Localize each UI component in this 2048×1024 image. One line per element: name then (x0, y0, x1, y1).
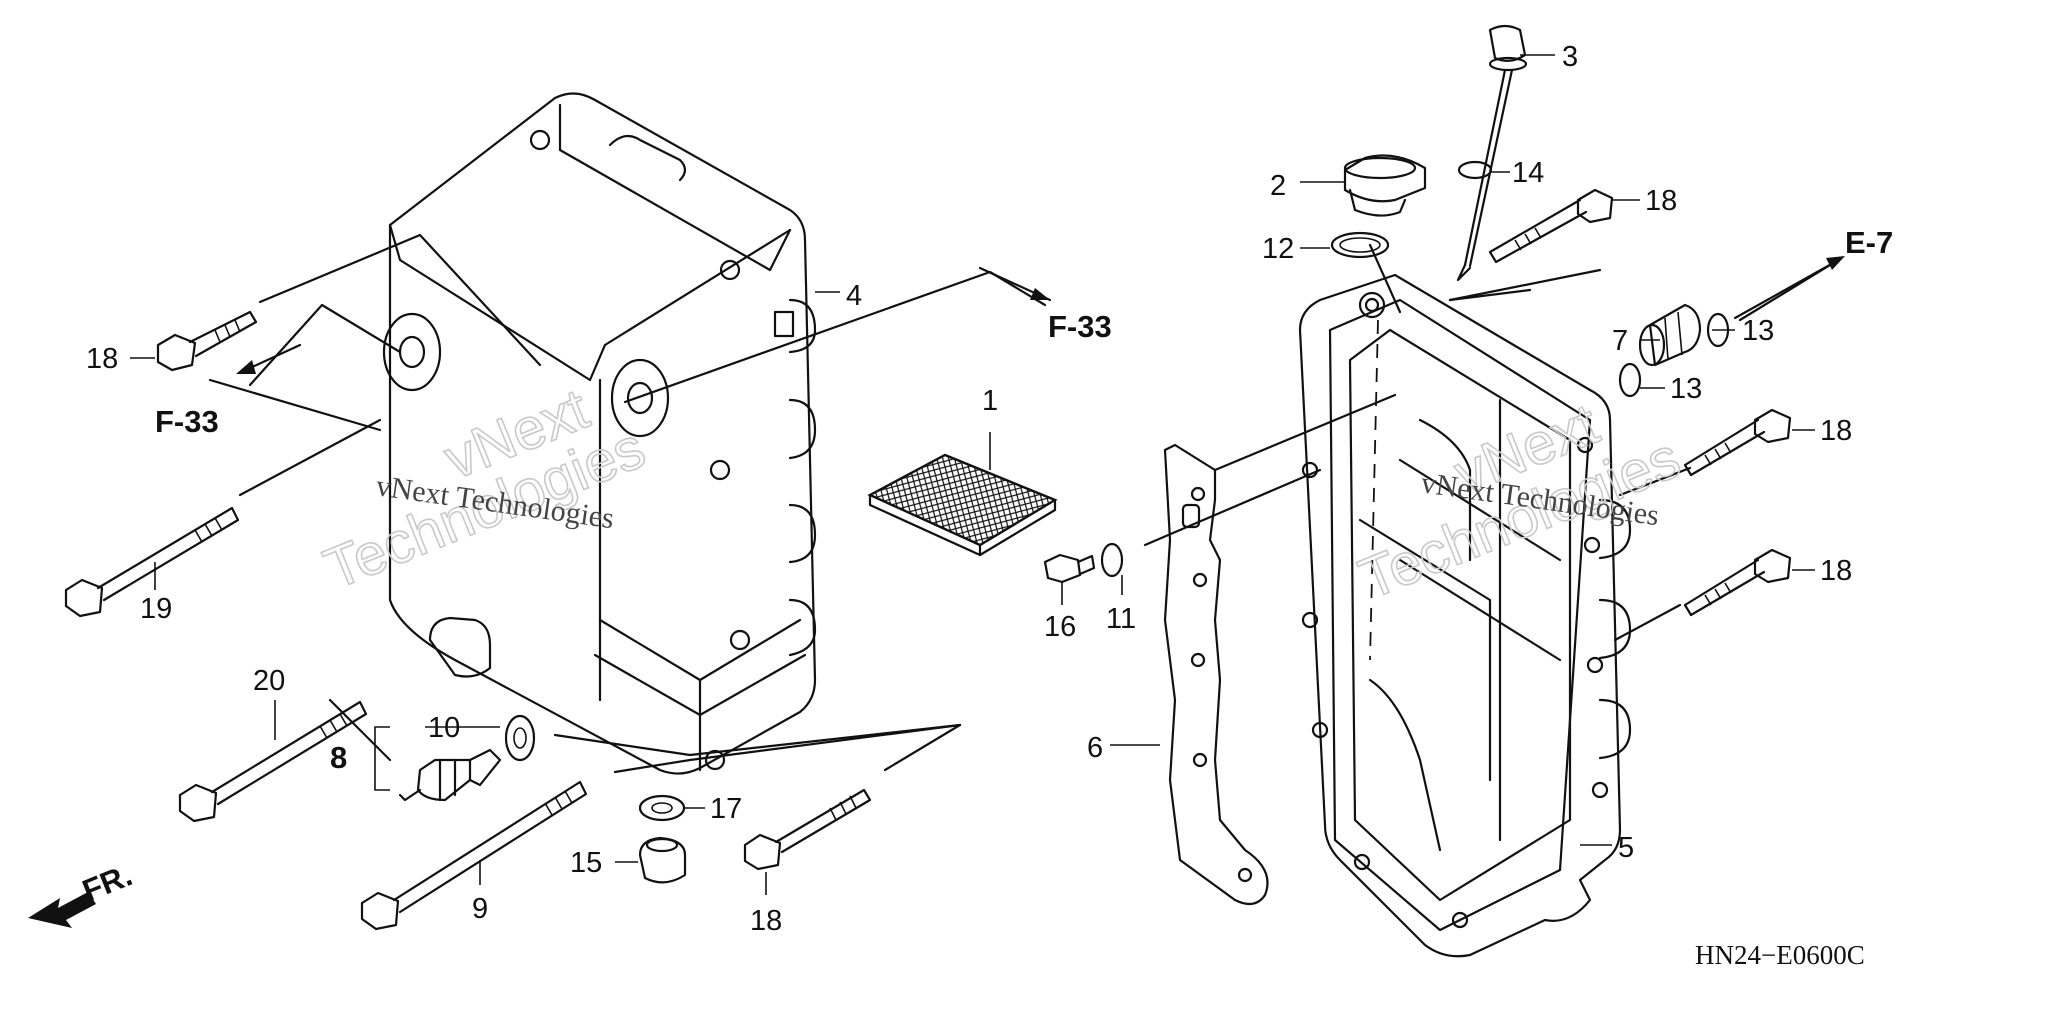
filler-cap-gasket-part-12 (1330, 231, 1390, 259)
callout-13-upper: 13 (1742, 315, 1774, 347)
callout-6: 6 (1087, 732, 1103, 764)
bolt-part-19 (64, 506, 240, 618)
callout-19: 19 (140, 593, 172, 625)
callout-14: 14 (1512, 157, 1544, 189)
callout-7: 7 (1612, 325, 1628, 357)
right-case-cover-part-5 (1298, 273, 1632, 958)
callout-18-lower-right: 18 (1820, 555, 1852, 587)
bolt-part-20 (178, 700, 368, 823)
arrow-to-f33-left (236, 343, 302, 374)
ref-f33-upper: F-33 (1048, 309, 1112, 344)
callout-3: 3 (1562, 41, 1578, 73)
callout-20: 20 (253, 665, 285, 697)
bolt-part-18-mid-right (1683, 408, 1792, 477)
bolt-part-18-bottom (743, 788, 872, 871)
oil-strainer-screen-part-1 (867, 453, 1058, 557)
callout-5: 5 (1618, 832, 1634, 864)
oil-level-sensor-part-8 (398, 748, 502, 802)
callout-18-bottom: 18 (750, 905, 782, 937)
diagram-code: HN24−E0600C (1695, 940, 1865, 970)
callout-15: 15 (570, 847, 602, 879)
arrow-to-e7 (1733, 256, 1845, 320)
bolt-part-18-lower-right (1683, 548, 1792, 617)
drain-washer-part-17 (638, 794, 686, 822)
plug-part-7 (1638, 303, 1702, 367)
gasket-part-6 (1163, 443, 1269, 906)
callout-11: 11 (1106, 603, 1136, 635)
ref-f33-lower: F-33 (155, 404, 219, 439)
front-direction-arrow (28, 892, 96, 928)
callout-18-left: 18 (86, 343, 118, 375)
washer-part-10 (504, 714, 536, 762)
bolt-part-18-top-right (1488, 188, 1614, 264)
bolt-part-9 (360, 780, 588, 931)
bolt-part-18-left (156, 310, 258, 372)
callout-12: 12 (1262, 233, 1294, 265)
callout-18-mid-right: 18 (1820, 415, 1852, 447)
callout-2: 2 (1270, 170, 1286, 202)
arrow-to-f33-right (978, 266, 1052, 302)
callout-17: 17 (710, 793, 742, 825)
bolt-part-16 (1043, 553, 1096, 584)
dipstick-o-ring-part-14 (1457, 160, 1493, 180)
callout-leaders (130, 54, 1815, 895)
ref-e7: E-7 (1845, 225, 1893, 260)
callout-8: 8 (330, 740, 347, 775)
washer-part-11 (1100, 542, 1124, 578)
callout-9: 9 (472, 893, 488, 925)
callout-18-top-right: 18 (1645, 185, 1677, 217)
callout-13-lower: 13 (1670, 373, 1702, 405)
oil-filler-cap-part-2 (1343, 154, 1427, 217)
drain-plug-part-15 (638, 836, 687, 884)
o-ring-part-13-lower (1618, 362, 1642, 398)
callout-10: 10 (428, 712, 460, 744)
callout-4: 4 (846, 280, 862, 312)
callout-1: 1 (982, 385, 998, 417)
left-case-cover-part-4 (382, 92, 817, 775)
callout-16: 16 (1044, 611, 1076, 643)
